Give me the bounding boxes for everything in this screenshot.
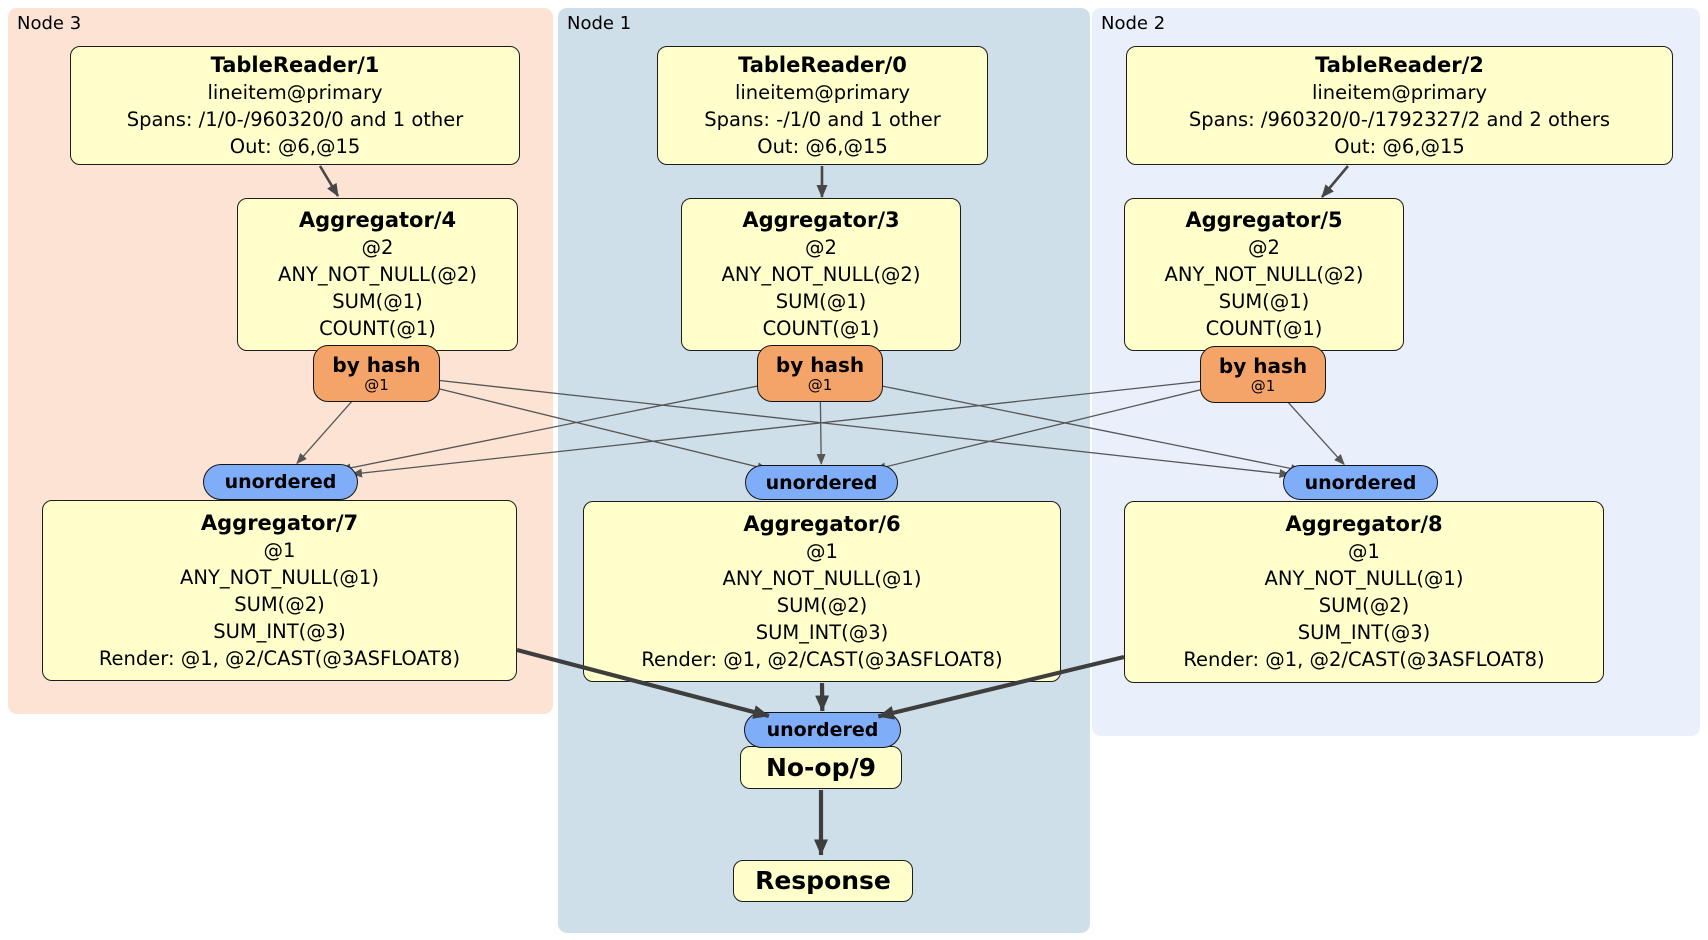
processor-title: Aggregator/8 bbox=[1285, 512, 1443, 536]
sync-unordered-f: unordered bbox=[744, 712, 901, 748]
processor-title: TableReader/1 bbox=[210, 52, 380, 77]
sync-unordered-8: unordered bbox=[1283, 465, 1438, 500]
processor-detail-line: @2 bbox=[1248, 236, 1280, 259]
processor-detail-line: Out: @6,@15 bbox=[229, 134, 361, 158]
processor-detail-line: ANY_NOT_NULL(@2) bbox=[721, 263, 921, 286]
processor-detail-line: Render: @1, @2/CAST(@3ASFLOAT8) bbox=[1183, 648, 1545, 671]
processor-detail-line: ANY_NOT_NULL(@2) bbox=[1164, 263, 1364, 286]
processor-detail-line: Spans: -/1/0 and 1 other bbox=[704, 107, 941, 131]
processor-detail-line: @2 bbox=[361, 236, 394, 259]
processor-detail-line: SUM_INT(@3) bbox=[213, 619, 346, 643]
processor-detail-line: SUM(@1) bbox=[775, 290, 867, 313]
processor-detail-line: Out: @6,@15 bbox=[1334, 134, 1465, 158]
processor-detail-line: COUNT(@1) bbox=[1205, 317, 1323, 340]
processor-detail-line: Spans: /960320/0-/1792327/2 and 2 others bbox=[1188, 107, 1611, 131]
sync-unordered-6: unordered bbox=[745, 465, 898, 500]
processor-title: No-op/9 bbox=[765, 752, 877, 782]
processor-detail-line: COUNT(@1) bbox=[319, 317, 436, 340]
router-label: by hash bbox=[775, 353, 865, 377]
processor-detail-line: lineitem@primary bbox=[1311, 80, 1488, 104]
processor-detail-line: Render: @1, @2/CAST(@3ASFLOAT8) bbox=[641, 647, 1003, 671]
processor-detail-line: ANY_NOT_NULL(@1) bbox=[180, 565, 379, 589]
processor-detail-line: @1 bbox=[1348, 540, 1380, 563]
processor-title: Aggregator/7 bbox=[200, 510, 359, 535]
processor-no-op-9: No-op/9 bbox=[740, 746, 902, 789]
processor-detail-line: SUM_INT(@3) bbox=[1297, 621, 1431, 644]
processor-detail-line: SUM(@1) bbox=[332, 290, 423, 313]
router-hash-column: @1 bbox=[807, 376, 833, 394]
processor-detail-line: Spans: /1/0-/960320/0 and 1 other bbox=[126, 107, 464, 131]
processor-detail-line: lineitem@primary bbox=[207, 80, 383, 104]
router-label: by hash bbox=[1218, 354, 1308, 378]
processor-detail-line: SUM(@2) bbox=[234, 592, 325, 616]
processor-title: Response bbox=[755, 866, 891, 895]
region-label-node-1: Node 1 bbox=[567, 13, 632, 34]
processor-title: TableReader/0 bbox=[738, 52, 907, 77]
processor-detail-line: @2 bbox=[805, 236, 837, 259]
processor-detail-line: SUM(@2) bbox=[1318, 594, 1410, 617]
processor-detail-line: Out: @6,@15 bbox=[757, 134, 888, 158]
processor-detail-line: @1 bbox=[806, 539, 838, 563]
processor-title: Aggregator/3 bbox=[742, 208, 900, 232]
router-by-hash-5: by hash@1 bbox=[1200, 346, 1326, 403]
router-label: by hash bbox=[332, 353, 421, 377]
processor-detail-line: SUM_INT(@3) bbox=[755, 620, 889, 644]
router-by-hash-4: by hash@1 bbox=[313, 345, 440, 402]
processor-title: Aggregator/6 bbox=[743, 511, 901, 536]
processor-title: Aggregator/5 bbox=[1185, 208, 1343, 232]
region-label-node-3: Node 3 bbox=[17, 13, 82, 34]
router-hash-column: @1 bbox=[1250, 377, 1276, 395]
processor-detail-line: ANY_NOT_NULL(@2) bbox=[278, 263, 477, 286]
processor-title: TableReader/2 bbox=[1315, 52, 1484, 77]
processor-detail-line: ANY_NOT_NULL(@1) bbox=[1264, 567, 1464, 590]
processor-detail-line: ANY_NOT_NULL(@1) bbox=[722, 566, 922, 590]
processor-detail-line: @1 bbox=[263, 538, 296, 562]
processor-response: Response bbox=[733, 860, 913, 902]
region-label-node-2: Node 2 bbox=[1101, 13, 1166, 34]
router-by-hash-3: by hash@1 bbox=[757, 345, 883, 402]
processor-detail-line: COUNT(@1) bbox=[762, 317, 880, 340]
processor-detail-line: SUM(@1) bbox=[1218, 290, 1310, 313]
sync-unordered-7: unordered bbox=[203, 464, 358, 500]
router-hash-column: @1 bbox=[364, 376, 389, 394]
processor-detail-line: Render: @1, @2/CAST(@3ASFLOAT8) bbox=[98, 646, 461, 670]
processor-detail-line: SUM(@2) bbox=[776, 593, 868, 617]
processor-detail-line: lineitem@primary bbox=[734, 80, 911, 104]
processor-title: Aggregator/4 bbox=[298, 208, 457, 232]
